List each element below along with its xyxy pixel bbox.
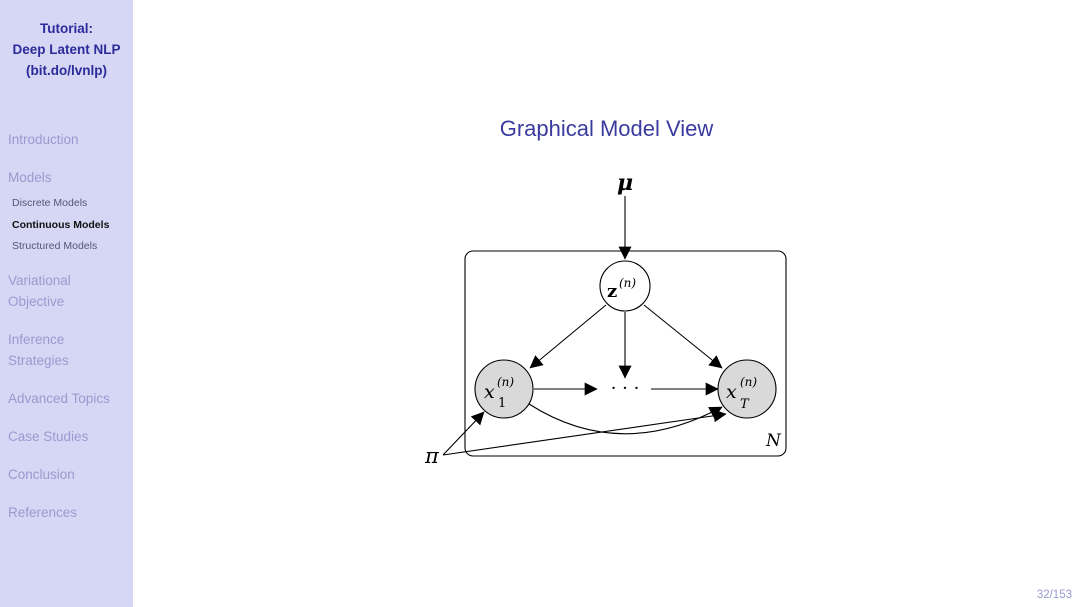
slide-title: Graphical Model View xyxy=(499,116,714,141)
nav-section-conclusion[interactable]: Conclusion xyxy=(8,464,75,485)
nav-section-variational-objective[interactable]: Variational Objective xyxy=(8,270,71,312)
x1-node xyxy=(474,359,534,419)
mu-label: μ xyxy=(617,170,633,196)
z-node xyxy=(599,260,651,312)
tutorial-title-line: Tutorial: xyxy=(40,21,93,36)
edge-z-xT xyxy=(643,304,723,369)
nav-section-label: Models xyxy=(8,170,52,185)
sidebar: Tutorial: Deep Latent NLP (bit.do/lvnlp)… xyxy=(0,0,133,607)
plate-label: N xyxy=(765,431,782,451)
nav-section-inference-strategies[interactable]: Inference Strategies xyxy=(8,329,69,371)
nav-section-label: Introduction xyxy=(8,132,79,147)
xT-node-label: x xyxy=(726,381,737,403)
edge-z-x1 xyxy=(529,304,607,369)
nav-sub-continuous-models[interactable]: Continuous Models xyxy=(12,219,110,231)
nav-section-label: Variational xyxy=(8,273,71,288)
z-node-superscript: (n) xyxy=(619,276,636,290)
x1-node-superscript: (n) xyxy=(497,375,514,389)
nav-section-references[interactable]: References xyxy=(8,502,77,523)
nav-section-introduction[interactable]: Introduction xyxy=(8,129,79,150)
nav-section-advanced-topics[interactable]: Advanced Topics xyxy=(8,388,110,409)
nav-section-label: Case Studies xyxy=(8,429,89,444)
nav-sub-structured-models[interactable]: Structured Models xyxy=(12,240,98,252)
xT-node xyxy=(717,359,777,419)
x1-node-subscript: 1 xyxy=(498,396,506,411)
nav-section-case-studies[interactable]: Case Studies xyxy=(8,426,88,447)
nav-section-models[interactable]: Models xyxy=(8,167,52,188)
tutorial-title-line: (bit.do/lvnlp) xyxy=(26,63,107,78)
pi-label: π xyxy=(424,444,440,468)
nav-section-label: Advanced Topics xyxy=(8,391,110,406)
xT-node-subscript: T xyxy=(740,397,750,412)
edge-pi-xT xyxy=(442,409,727,456)
z-node-label: z xyxy=(607,281,617,302)
nav-sub-discrete-models[interactable]: Discrete Models xyxy=(12,197,88,209)
x1-node-label: x xyxy=(484,381,495,403)
dots-label: · · · xyxy=(611,378,640,399)
edge-pi-x1 xyxy=(442,411,485,456)
nav-section-label: References xyxy=(8,505,78,520)
nav-section-label: Inference xyxy=(8,332,65,347)
nav-section-label: Conclusion xyxy=(8,467,75,482)
tutorial-title[interactable]: Tutorial: Deep Latent NLP (bit.do/lvnlp) xyxy=(0,18,133,81)
xT-node-superscript: (n) xyxy=(740,375,757,389)
tutorial-title-line: Deep Latent NLP xyxy=(12,42,121,57)
page-number: 32/153 xyxy=(1036,589,1072,601)
nav-section-label: Objective xyxy=(8,294,65,309)
nav-section-label: Strategies xyxy=(8,353,69,368)
